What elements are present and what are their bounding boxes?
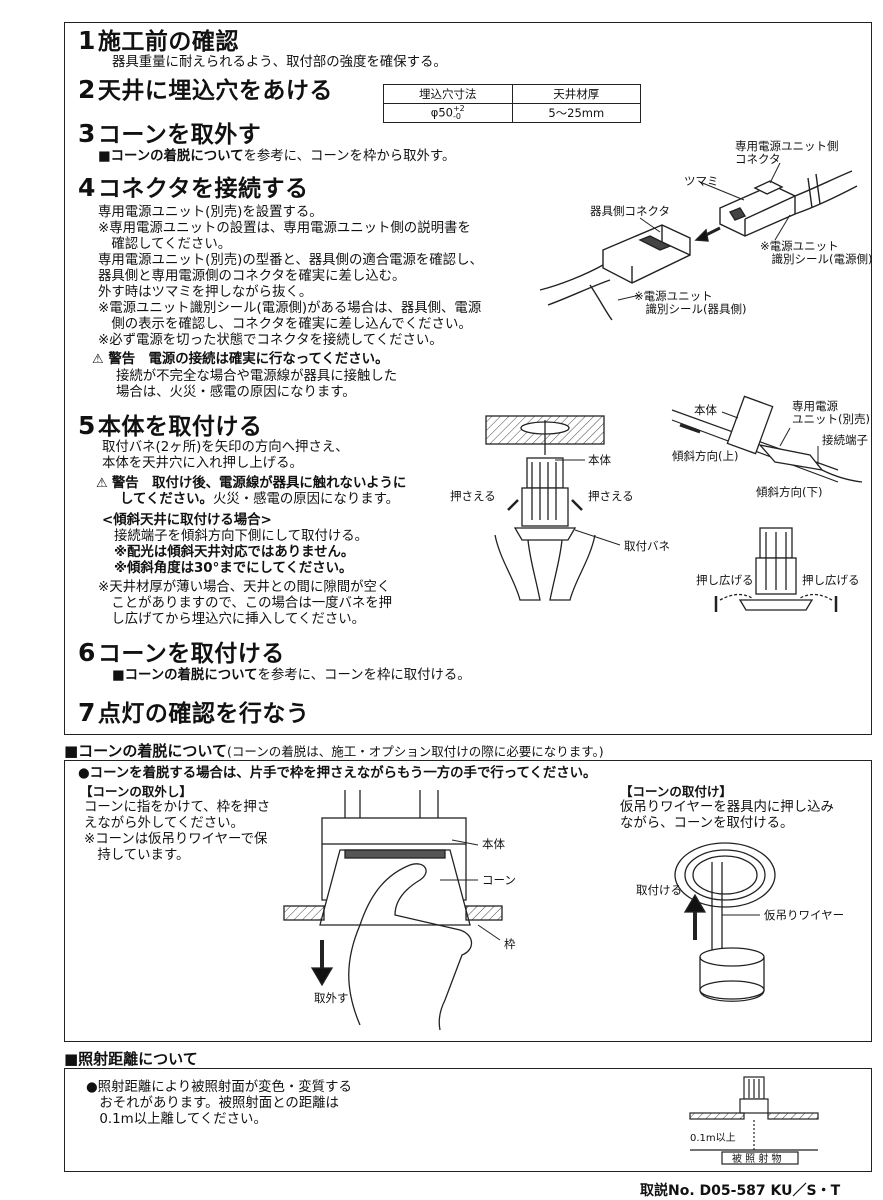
label-knob: ツマミ: [684, 174, 719, 188]
cone-attach-line: 仮吊りワイヤーを器具内に押し込み: [620, 800, 834, 815]
cone-section-title: ■コーンの着脱について(コーンの着脱は、施工・オプション取付けの際に必要になりま…: [64, 742, 604, 760]
step-4-line: 専用電源ユニット(別売)を設置する。: [98, 205, 323, 220]
distance-section-frame: [64, 1068, 872, 1172]
step-3-heading: 3コーンを取外す: [78, 119, 262, 149]
label-attach: 取付ける: [636, 883, 682, 897]
main-frame: [64, 22, 872, 735]
distance-line: おそれがあります。被照射面との距離は: [86, 1096, 339, 1111]
step-7-heading: 7点灯の確認を行なう: [78, 698, 310, 728]
step-4-line: ※必ず電源を切った状態でコネクタを接続してください。: [98, 333, 443, 348]
step-5-sloped-bold: ※配光は傾斜天井対応ではありません。: [114, 545, 355, 560]
cone-remove-line: えながら外してください。: [84, 816, 244, 831]
label-tilt-up: 傾斜方向(上): [672, 449, 739, 463]
cone-remove-line: ※コーンは仮吊りワイヤーで保: [84, 832, 268, 847]
label-body: 本体: [588, 453, 611, 467]
step-4-line: 専用電源ユニット(別売)の型番と、器具側の適合電源を確認し、: [98, 253, 483, 268]
warning-icon: ⚠: [92, 352, 104, 367]
label-spread-left: 押し広げる: [696, 573, 754, 587]
step-6-heading: 6コーンを取付ける: [78, 638, 285, 668]
step-4-line: 側の表示を確認し、コネクタを確実に差し込んでください。: [98, 317, 472, 332]
label-spring: 取付バネ: [624, 539, 670, 553]
step-3-text: ■コーンの着脱についてを参考に、コーンを枠から取外す。: [98, 149, 456, 164]
label-psu-connector: 専用電源ユニット側 コネクタ: [735, 139, 839, 166]
step-4-warning-title: ⚠ 警告 電源の接続は確実に行なってください。: [92, 352, 389, 367]
step-5-sloped-title: <傾斜天井に取付ける場合>: [102, 513, 272, 528]
cone-remove-line: 持しています。: [84, 848, 190, 863]
label-fixture-connector: 器具側コネクタ: [590, 204, 671, 218]
warning-icon: ⚠: [96, 476, 108, 491]
step-5-line: 本体を天井穴に入れ押し上げる。: [102, 456, 303, 471]
label-psu: 専用電源 ユニット(別売): [792, 399, 870, 426]
label-press-right: 押さえる: [588, 489, 634, 503]
step-4-warning-line: 場合は、火災・感電の原因になります。: [116, 385, 356, 400]
step-4-line: ※電源ユニット識別シール(電源側)がある場合は、器具側、電源: [98, 301, 482, 316]
step-4-warning-line: 接続が不完全な場合や電源線が器具に接触した: [116, 369, 398, 384]
cone-section-frame: [64, 760, 872, 1042]
label-body2: 本体: [694, 403, 717, 417]
step-5-note: ことがありますので、この場合は一度バネを押: [98, 596, 393, 611]
footer-doc-number: 取説No. D05-587 KU／S・T: [640, 1183, 841, 1199]
label-tilt-down: 傾斜方向(下): [756, 485, 823, 499]
step-5-line: 取付バネ(2ヶ所)を矢印の方向へ押さえ、: [102, 440, 349, 455]
table-header: 埋込穴寸法: [383, 84, 513, 104]
step-4-line: 外す時はツマミを押しながら抜く。: [98, 285, 313, 300]
label-seal-fixture: ※電源ユニット 識別シール(器具側): [634, 289, 747, 316]
distance-line: 0.1m以上離してください。: [86, 1112, 267, 1127]
label-wire: 仮吊りワイヤー: [764, 908, 845, 922]
label-frame: 枠: [504, 937, 516, 951]
label-distance: 0.1m以上: [690, 1133, 736, 1144]
cone-remove-title: 【コーンの取外し】: [80, 784, 192, 799]
table-cell: 5〜25mm: [511, 103, 641, 123]
label-remove: 取外す: [314, 991, 349, 1005]
step-4-line: 器具側と専用電源側のコネクタを確実に差し込む。: [98, 269, 406, 284]
cone-attach-line: ながら、コーンを取付ける。: [620, 816, 794, 831]
label-cone-body: 本体: [482, 837, 505, 851]
cone-remove-line: コーンに指をかけて、枠を押さ: [84, 800, 271, 815]
label-cone: コーン: [482, 873, 516, 887]
step-4-line: ※専用電源ユニットの設置は、専用電源ユニット側の説明書を: [98, 221, 471, 236]
label-spread-right: 押し広げる: [802, 573, 860, 587]
step-5-note: し広げてから埋込穴に挿入してください。: [98, 612, 366, 627]
label-press-left: 押さえる: [450, 489, 496, 503]
label-terminal: 接続端子: [822, 433, 868, 447]
step-5-warning: ⚠ 警告 取付け後、電源線が器具に触れないように: [96, 476, 407, 491]
step-2-heading: 2天井に埋込穴をあける: [78, 75, 333, 105]
label-target: 被 照 射 物: [732, 1154, 782, 1165]
cone-section-lead: ●コーンを着脱する場合は、片手で枠を押さえながらもう一方の手で行ってください。: [78, 766, 597, 781]
distance-section-title: ■照射距離について: [64, 1050, 198, 1068]
cone-attach-title: 【コーンの取付け】: [620, 784, 732, 799]
table-header: 天井材厚: [511, 84, 641, 104]
step-1-text: 器具重量に耐えられるよう、取付部の強度を確保する。: [112, 55, 447, 70]
step-4-line: 確認してください。: [98, 237, 232, 252]
distance-line: ●照射距離により被照射面が変色・変質する: [86, 1080, 352, 1095]
step-5-heading: 5本体を取付ける: [78, 411, 263, 441]
step-4-heading: 4コネクタを接続する: [78, 173, 309, 203]
table-cell: φ50+2-0: [383, 103, 513, 123]
step-6-text: ■コーンの着脱についてを参考に、コーンを枠に取付ける。: [112, 668, 471, 683]
step-5-sloped-line: 接続端子を傾斜方向下側にして取付ける。: [114, 529, 369, 544]
label-seal-psu: ※電源ユニット 識別シール(電源側): [760, 239, 873, 266]
step-5-note: ※天井材厚が薄い場合、天井との間に隙間が空く: [98, 580, 391, 595]
step-5-sloped-bold: ※傾斜角度は30°までにしてください。: [114, 561, 353, 576]
step-5-warning-cont: してください。火災・感電の原因になります。: [120, 492, 400, 507]
step-1-heading: 1施工前の確認: [78, 26, 239, 56]
